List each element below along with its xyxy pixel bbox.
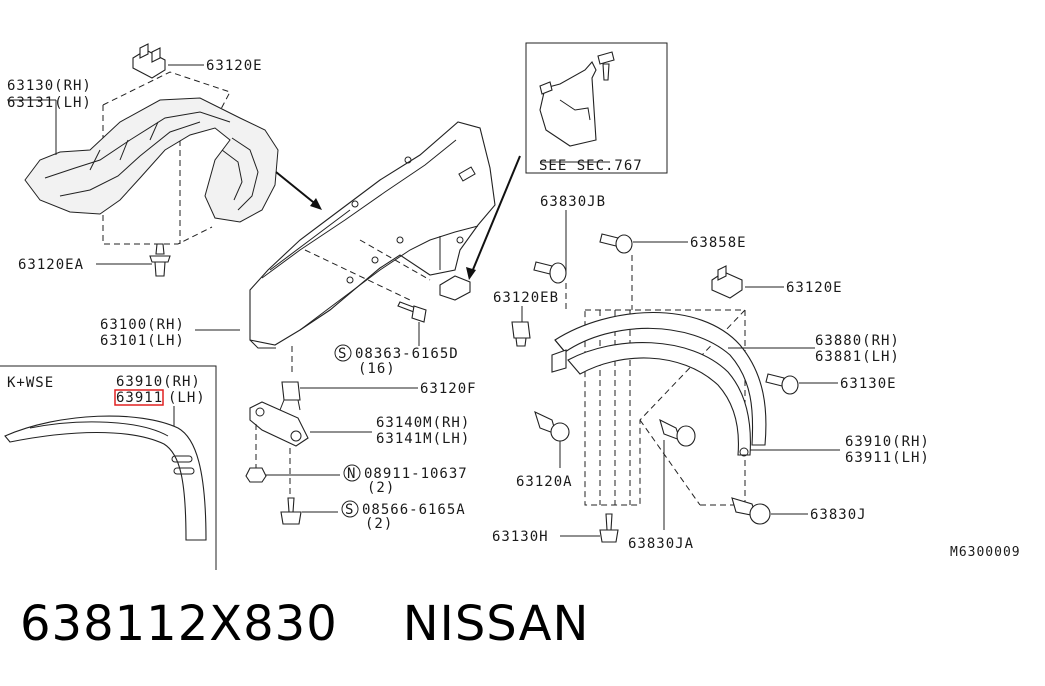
label-63141m-lh: 63141M(LH) [376, 431, 470, 447]
label-63100-rh: 63100(RH) [100, 317, 185, 333]
bolt-63130e [765, 373, 799, 395]
symbol-s-1: S [338, 346, 347, 362]
label-63130-rh: 63130(RH) [7, 78, 92, 94]
label-63130e: 63130E [840, 376, 897, 392]
bolt-08566 [280, 497, 302, 525]
label-08566-qty: (2) [365, 516, 393, 532]
clip-63120a [534, 410, 570, 442]
label-63830ja: 63830JA [628, 536, 694, 552]
label-63858e: 63858E [690, 235, 747, 251]
clip-63830ja [659, 418, 696, 447]
label-63120e-right: 63120E [786, 280, 843, 296]
clip-63120ea [149, 243, 171, 277]
label-inset-lh: (LH) [168, 390, 206, 406]
clip-63120e-top [132, 43, 166, 79]
inset-kwse: K+WSE 63910(RH) 63911 (LH) [0, 365, 217, 570]
bracket-63140m [249, 381, 309, 447]
label-63120e-top: 63120E [206, 58, 263, 74]
bolt-08363 [397, 301, 427, 323]
label-08566: 08566-6165A [362, 502, 466, 518]
symbol-s-2: S [345, 502, 354, 518]
label-inset-kwse: K+WSE [7, 375, 54, 391]
label-inset-63911: 63911 [116, 390, 163, 406]
label-08911-qty: (2) [367, 480, 395, 496]
clip-63120eb [511, 321, 531, 347]
clip-63830j [731, 497, 771, 525]
arch-molding-63880 [551, 312, 767, 446]
highlight-63911 [114, 389, 164, 406]
clip-63120e-right [711, 265, 743, 299]
inner-fender-liner [24, 97, 279, 223]
nut-08911 [245, 467, 267, 483]
label-63120eb: 63120EB [493, 290, 559, 306]
label-63911-lh: 63911(LH) [845, 450, 930, 466]
label-63880-rh: 63880(RH) [815, 333, 900, 349]
bolt-63830jb [533, 261, 567, 284]
label-63120ea: 63120EA [18, 257, 84, 273]
footer-title: 638112X830 NISSAN [20, 596, 589, 652]
part-number: 638112X830 [20, 596, 338, 652]
label-08363-qty: (16) [358, 361, 396, 377]
label-63830jb: 63830JB [540, 194, 606, 210]
label-08363: 08363-6165D [355, 346, 459, 362]
label-63101-lh: 63101(LH) [100, 333, 185, 349]
label-63130h: 63130H [492, 529, 549, 545]
label-63120f: 63120F [420, 381, 477, 397]
label-63881-lh: 63881(LH) [815, 349, 900, 365]
inset-mudflap-box [525, 42, 668, 174]
screw-63130h [599, 513, 619, 543]
label-inset-63910: 63910(RH) [116, 374, 201, 390]
drawing-code: M6300009 [950, 545, 1021, 560]
label-63140m-rh: 63140M(RH) [376, 415, 470, 431]
label-08911: 08911-10637 [364, 466, 468, 482]
mud-flap [539, 51, 615, 147]
over-fender-63910 [567, 342, 751, 457]
label-see-sec-767: SEE SEC.767 [539, 158, 643, 174]
symbol-n: N [347, 466, 356, 482]
bolt-63858e [599, 233, 633, 254]
label-63910-rh: 63910(RH) [845, 434, 930, 450]
front-fender [249, 121, 496, 349]
label-63120a: 63120A [516, 474, 573, 490]
label-63830j: 63830J [810, 507, 867, 523]
label-63131-lh: 63131(LH) [7, 95, 92, 111]
brand-name: NISSAN [402, 596, 590, 652]
